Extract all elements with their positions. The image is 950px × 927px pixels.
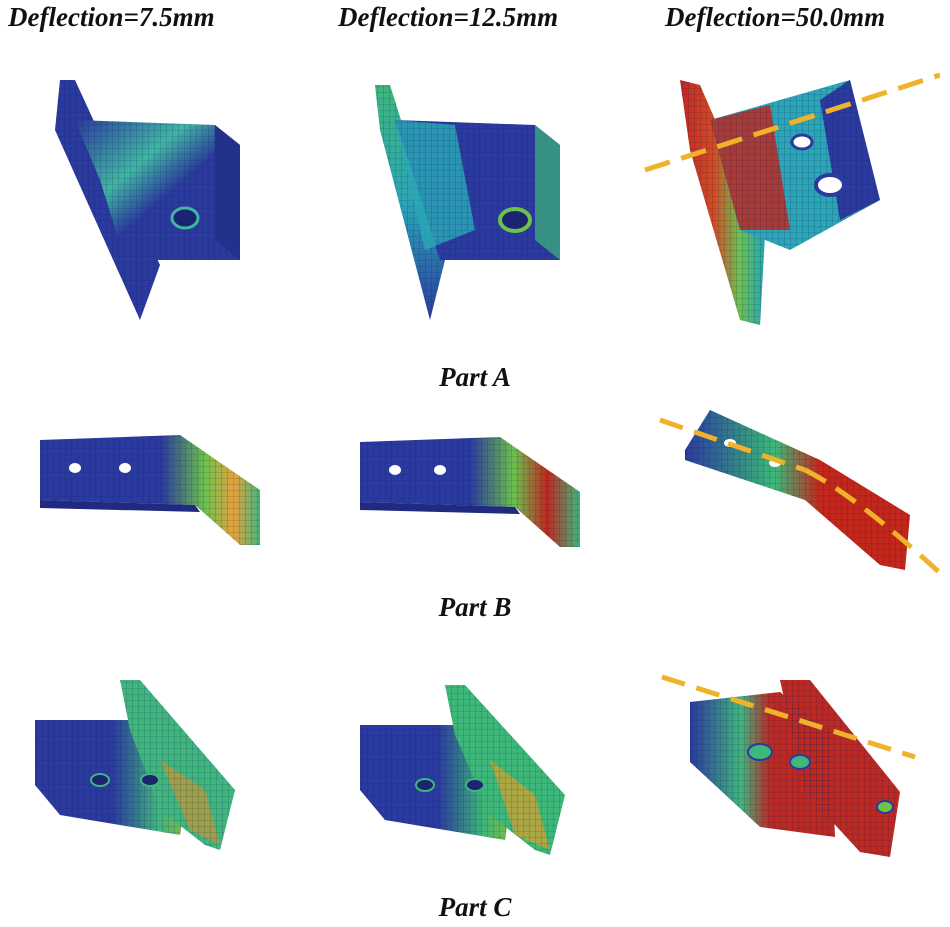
part-b-deflection-50mm [655, 405, 945, 580]
part-b-deflection-12-5mm [355, 432, 595, 557]
row-label-part-b: Part B [438, 592, 512, 622]
part-b-deflection-7-5mm [35, 430, 275, 555]
part-c-deflection-7-5mm [30, 670, 250, 855]
part-c-deflection-12-5mm [355, 675, 580, 860]
column-header-7-5mm: Deflection=7.5mm [8, 2, 215, 32]
row-label-part-a: Part A [439, 362, 511, 392]
part-a-deflection-12-5mm [365, 80, 585, 330]
column-header-12-5mm: Deflection=12.5mm [338, 2, 559, 32]
part-c-deflection-50mm [660, 672, 930, 862]
part-a-deflection-50mm [640, 70, 940, 330]
column-header-50-0mm: Deflection=50.0mm [665, 2, 886, 32]
row-label-part-c: Part C [438, 892, 512, 922]
part-a-deflection-7-5mm [40, 70, 300, 330]
